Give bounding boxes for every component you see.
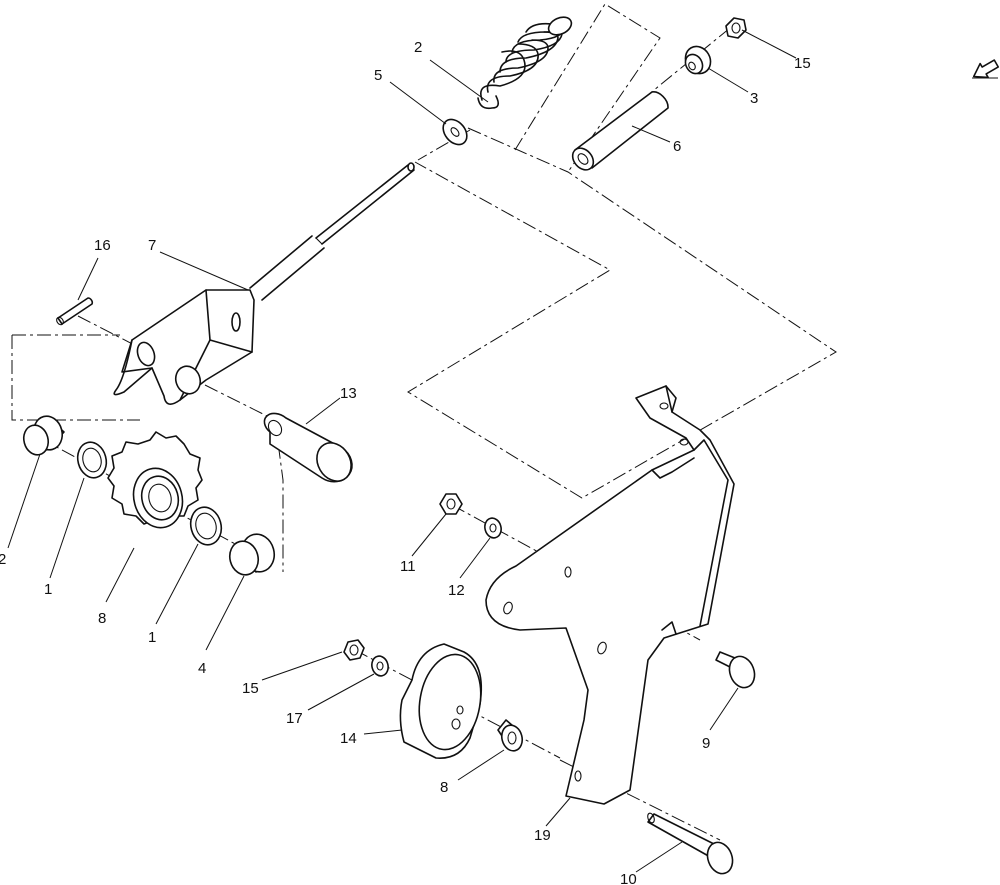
clevis-pin-13 [263, 412, 353, 483]
nut-15-bottom [343, 639, 365, 661]
callout-17: 17 [286, 710, 303, 727]
return-arrow-icon[interactable] [970, 57, 1000, 84]
spacer-tube-6 [571, 91, 669, 171]
leader-lines [7, 29, 797, 873]
washer-17 [371, 655, 389, 677]
callout-5: 5 [374, 67, 382, 84]
washer-5 [442, 118, 468, 146]
washer-3 [684, 45, 712, 75]
bushing-2-left [22, 415, 65, 456]
pin-16 [56, 297, 94, 326]
callout-numbers: 2 5 15 3 6 16 7 13 2 1 8 1 4 11 12 15 17… [0, 39, 811, 885]
idler-roller-14 [399, 643, 483, 759]
callout-2-left: 2 [0, 551, 6, 568]
callout-2-top: 2 [414, 39, 422, 56]
callout-14: 14 [340, 730, 357, 747]
callout-12: 12 [448, 582, 465, 599]
callout-13: 13 [340, 385, 357, 402]
callout-3: 3 [750, 90, 758, 107]
callout-8-sprocket: 8 [98, 610, 106, 627]
washer-12 [484, 517, 502, 539]
compression-spring [477, 16, 573, 110]
washer-1-left [76, 441, 108, 479]
carriage-bolt-9 [715, 651, 756, 689]
callout-6: 6 [673, 138, 681, 155]
callout-15-top: 15 [794, 55, 811, 72]
callout-15-bottom: 15 [242, 680, 259, 697]
spacer-18 [497, 719, 524, 752]
callout-8-spacer: 8 [440, 779, 448, 796]
nut-15-top [725, 17, 747, 39]
callout-9: 9 [702, 735, 710, 752]
callout-19: 19 [534, 827, 551, 844]
washer-1-right [189, 506, 223, 546]
nut-11 [439, 493, 463, 515]
rod-with-yoke-7 [113, 162, 415, 405]
callout-4: 4 [198, 660, 206, 677]
callout-16: 16 [94, 237, 111, 254]
callout-7: 7 [148, 237, 156, 254]
callout-11: 11 [400, 558, 416, 575]
callout-1-right: 1 [148, 629, 156, 646]
bolt-10 [647, 812, 734, 875]
bushing-4 [228, 533, 276, 576]
callout-1-left: 1 [44, 581, 52, 598]
sprocket-8 [107, 431, 203, 529]
bracket-19 [485, 385, 735, 805]
callout-10: 10 [620, 871, 637, 885]
